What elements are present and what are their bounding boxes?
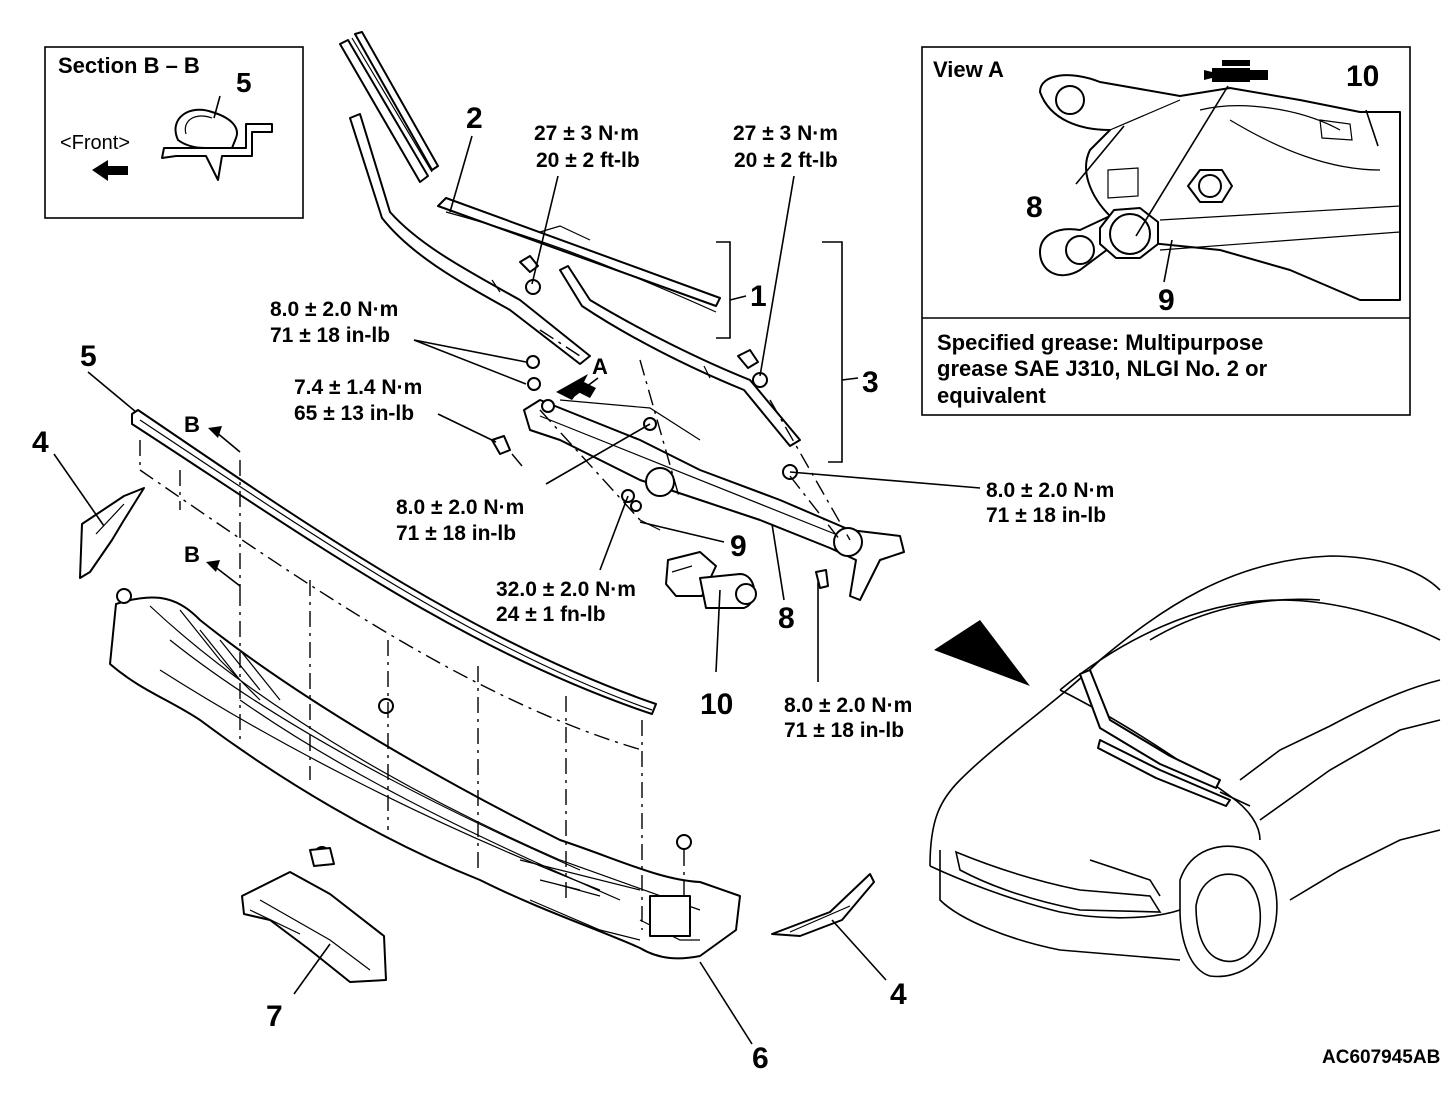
callout-4-left: 4 — [32, 426, 49, 459]
view-a-title: View A — [933, 57, 1004, 82]
callout-6: 6 — [752, 1042, 769, 1075]
view-direction-arrow-icon — [934, 620, 1030, 686]
torque-2-imperial: 20 ± 2 ft-lb — [734, 149, 838, 172]
cowl-side-piece — [241, 847, 387, 983]
torque-spec-7: 32.0 ± 2.0 N·m 24 ± 1 fn-lb — [496, 578, 636, 626]
view-a-label-9: 9 — [1158, 284, 1175, 317]
torque-1-imperial: 20 ± 2 ft-lb — [536, 149, 640, 172]
grease-note-line-1: Specified grease: Multipurpose — [937, 330, 1263, 355]
torque-2-metric: 27 ± 3 N·m — [733, 122, 838, 145]
view-a-inset: View A 10 8 9 S — [921, 46, 1411, 416]
torque-5-imperial: 71 ± 18 in-lb — [396, 522, 516, 545]
torque-7-imperial: 24 ± 1 fn-lb — [496, 603, 606, 626]
front-label: <Front> — [60, 132, 130, 154]
torque-spec-5: 8.0 ± 2.0 N·m 71 ± 18 in-lb — [396, 496, 524, 545]
torque-8-imperial: 71 ± 18 in-lb — [784, 719, 904, 742]
torque-4-metric: 7.4 ± 1.4 N·m — [294, 376, 422, 399]
torque-6-imperial: 71 ± 18 in-lb — [986, 504, 1106, 527]
weatherstrip-section-shape — [161, 95, 273, 181]
callout-4-right: 4 — [890, 978, 907, 1011]
passenger-wiper-blade — [437, 197, 721, 313]
callout-9: 9 — [730, 530, 747, 563]
cowl-side-cover-right — [771, 873, 875, 937]
section-b-arrow-lower — [206, 560, 241, 587]
cowl-top-cover — [109, 596, 741, 960]
callout-B-upper: B — [184, 412, 200, 437]
arrow-left-icon — [92, 160, 128, 181]
section-b-b-inset: Section B – B 5 <Front> — [44, 46, 304, 219]
wiper-linkage — [491, 355, 905, 601]
section-b-b-title: Section B – B — [58, 53, 200, 78]
grease-note-line-2: grease SAE J310, NLGI No. 2 or — [937, 356, 1268, 381]
callout-B-lower: B — [184, 542, 200, 567]
torque-3-imperial: 71 ± 18 in-lb — [270, 324, 390, 347]
torque-1-metric: 27 ± 3 N·m — [534, 122, 639, 145]
torque-spec-2: 27 ± 3 N·m 20 ± 2 ft-lb — [733, 122, 838, 172]
torque-7-metric: 32.0 ± 2.0 N·m — [496, 578, 636, 601]
section-b-arrow-upper — [208, 426, 241, 453]
leader-lines — [53, 135, 981, 1045]
section-part-label-5: 5 — [236, 67, 252, 98]
torque-3-metric: 8.0 ± 2.0 N·m — [270, 298, 398, 321]
view-a-label-10: 10 — [1346, 60, 1379, 93]
callout-10: 10 — [700, 688, 733, 721]
callout-2: 2 — [466, 102, 483, 135]
linkage-detail-drawing — [1039, 74, 1401, 301]
driver-wiper-arm — [349, 113, 591, 365]
torque-4-imperial: 65 ± 13 in-lb — [294, 402, 414, 425]
vehicle-outline — [929, 555, 1441, 978]
cowl-side-cover-left — [79, 487, 145, 579]
passenger-wiper-arm — [559, 265, 801, 447]
callout-5: 5 — [80, 340, 97, 373]
torque-8-metric: 8.0 ± 2.0 N·m — [784, 694, 912, 717]
torque-spec-6: 8.0 ± 2.0 N·m 71 ± 18 in-lb — [986, 479, 1114, 527]
driver-wiper-blade — [339, 31, 439, 183]
callout-A: A — [592, 354, 608, 379]
view-a-arrow-icon — [556, 374, 596, 400]
callout-1: 1 — [750, 280, 767, 313]
wiper-motor — [665, 551, 757, 609]
torque-spec-4: 7.4 ± 1.4 N·m 65 ± 13 in-lb — [294, 376, 422, 425]
torque-spec-8: 8.0 ± 2.0 N·m 71 ± 18 in-lb — [784, 694, 912, 742]
torque-spec-3: 8.0 ± 2.0 N·m 71 ± 18 in-lb — [270, 298, 398, 347]
callout-7: 7 — [266, 1000, 283, 1033]
view-a-label-8: 8 — [1026, 191, 1043, 224]
callout-3: 3 — [862, 366, 879, 399]
torque-spec-1: 27 ± 3 N·m 20 ± 2 ft-lb — [534, 122, 640, 172]
callout-8: 8 — [778, 602, 795, 635]
cowl-weatherstrip — [131, 409, 657, 715]
grease-gun-icon — [1204, 60, 1268, 82]
grease-note-line-3: equivalent — [937, 383, 1046, 408]
figure-id: AC607945AB — [1322, 1047, 1440, 1068]
torque-5-metric: 8.0 ± 2.0 N·m — [396, 496, 524, 519]
torque-6-metric: 8.0 ± 2.0 N·m — [986, 479, 1114, 502]
